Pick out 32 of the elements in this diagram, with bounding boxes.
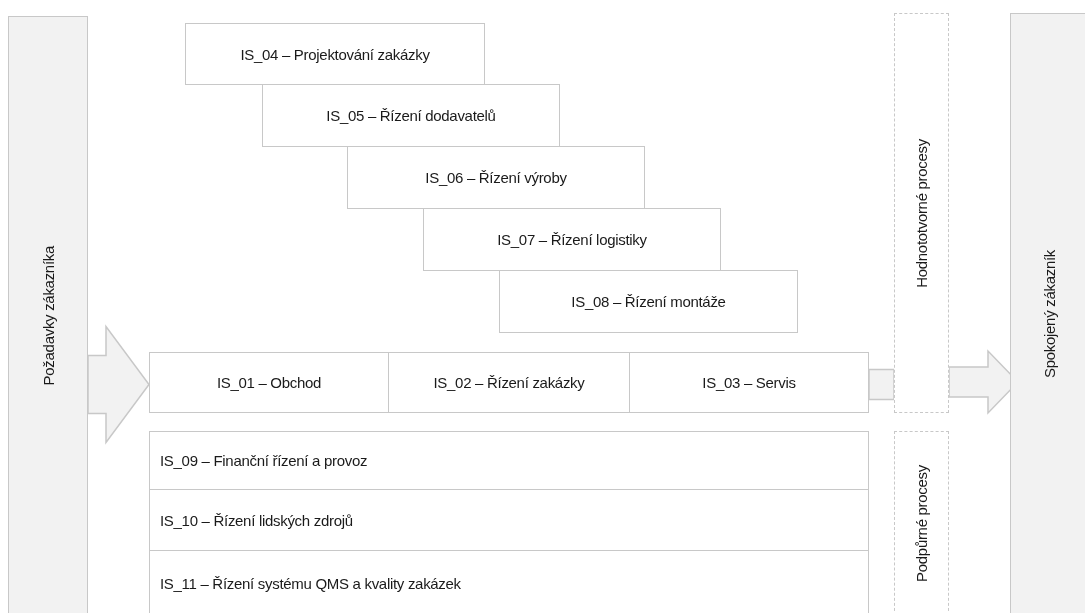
customer-requirements-bar <box>8 16 88 613</box>
process-label: IS_09 – Finanční řízení a provoz <box>160 452 368 469</box>
process-label: IS_05 – Řízení dodavatelů <box>326 107 496 124</box>
process-label: IS_10 – Řízení lidských zdrojů <box>160 511 353 529</box>
process-group-box <box>894 431 949 613</box>
process-label: IS_11 – Řízení systému QMS a kvality zakázek <box>160 574 461 592</box>
vertical-label: Hodnototvorné procesy <box>913 138 930 288</box>
process-box <box>149 431 869 490</box>
process-group-box <box>894 13 949 413</box>
process-box <box>149 489 869 551</box>
process-box <box>149 550 869 613</box>
vertical-label: Spokojený zákazník <box>1040 250 1058 379</box>
vertical-label: Požadavky zákazníka <box>39 246 57 386</box>
process-label: IS_01 – Obchod <box>216 374 322 391</box>
process-label: IS_02 – Řízení zakázky <box>433 374 585 391</box>
block-arrow <box>87 324 150 445</box>
satisfied-customer-bar <box>1010 13 1085 613</box>
process-box <box>388 352 630 413</box>
process-label: IS_04 – Projektování zakázky <box>240 45 430 63</box>
process-label: IS_08 – Řízení montáže <box>571 293 726 310</box>
process-box <box>149 352 389 413</box>
process-box <box>423 208 721 271</box>
process-box <box>347 146 645 209</box>
process-label: IS_06 – Řízení výroby <box>425 169 567 186</box>
process-box <box>262 84 560 147</box>
vertical-label: Podpůrné procesy <box>913 465 930 582</box>
process-box <box>499 270 798 333</box>
process-box <box>185 23 485 85</box>
process-label: IS_03 – Servis <box>702 374 796 391</box>
process-label: IS_07 – Řízení logistiky <box>497 231 647 248</box>
process-box <box>629 352 869 413</box>
connector-bar <box>868 368 895 401</box>
